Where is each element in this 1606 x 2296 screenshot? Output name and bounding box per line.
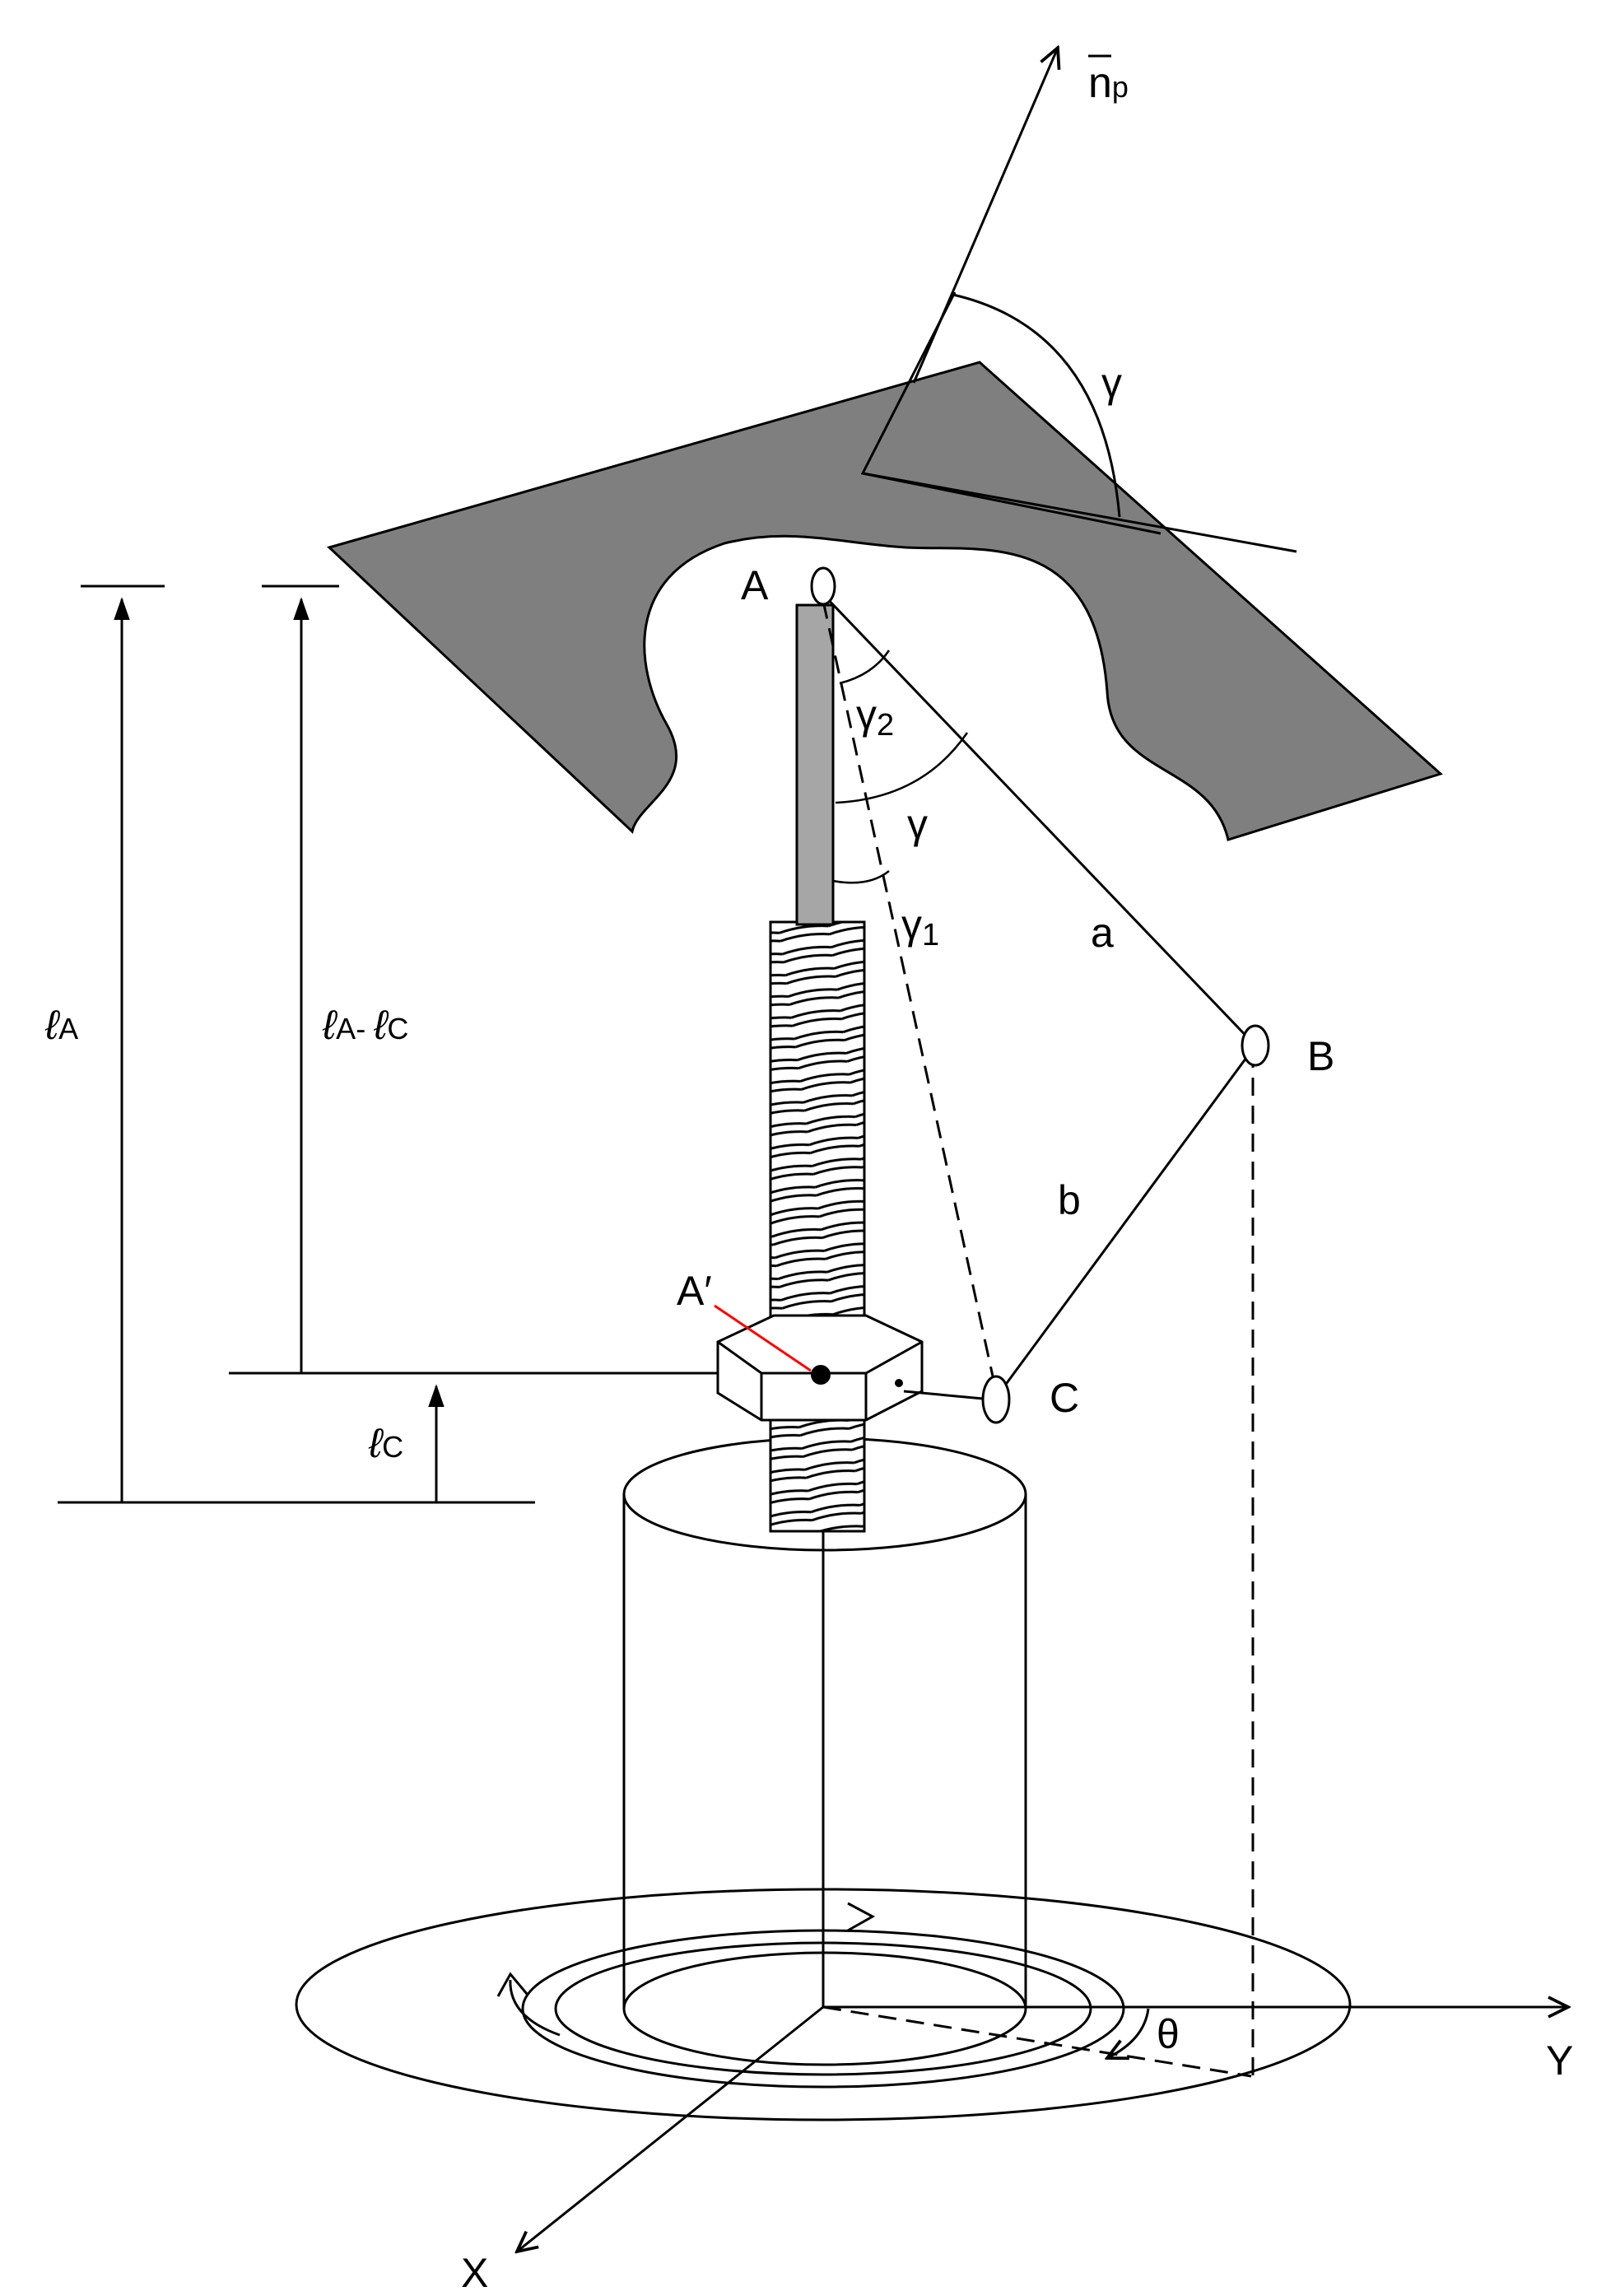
point-c-label: C: [1050, 1375, 1079, 1421]
threaded-rod: [769, 603, 866, 1533]
point-a-prime-dot: [811, 1365, 831, 1385]
linkage: A B C A′ γ2 γ γ1 a b: [677, 562, 1334, 1424]
theta-projection-line: [822, 2005, 1252, 2078]
lc-label: ℓC: [368, 1420, 403, 1466]
gamma1-arc: [832, 870, 890, 884]
a-prime-leader: [714, 1304, 812, 1372]
a-to-c-dashed: [822, 600, 998, 1392]
gamma-plate-label: γ: [1101, 360, 1122, 406]
joint-b: [1241, 1024, 1270, 1067]
rod-smooth-section: [795, 603, 835, 926]
coordinate-axes: θ Y X: [461, 2007, 1573, 2296]
nut-vertical-edges: [760, 1373, 868, 1420]
la-minus-lc-label: ℓA- ℓC: [322, 1002, 408, 1048]
gamma1-label: γ1: [901, 901, 939, 952]
gamma2-label: γ2: [856, 692, 894, 743]
hex-nut: [714, 1304, 924, 1422]
normal-vector-label: np: [1088, 59, 1129, 107]
link-a-label: a: [1091, 910, 1114, 956]
y-axis-label: Y: [1546, 2038, 1573, 2084]
plate-surface: [327, 361, 1443, 841]
x-axis-label: X: [461, 2250, 488, 2296]
rod-thread-section: [769, 920, 866, 1533]
point-a-prime-label: A′: [677, 1268, 712, 1314]
link-b-label: b: [1058, 1177, 1081, 1223]
x-axis: [517, 2005, 824, 2252]
gamma-plate-arc: [952, 293, 1121, 518]
rotation-arrow-tip-left: [496, 1972, 528, 1997]
la-label: ℓA: [44, 1002, 78, 1048]
link-c-line: [903, 1390, 993, 1401]
dimensions: ℓA ℓA- ℓC ℓC: [44, 584, 718, 1504]
gamma-arc-mid: [835, 732, 969, 804]
cylinder-bottom: [622, 1951, 1027, 2066]
link-b-line: [996, 1045, 1257, 1396]
rotation-direction-arrow: [509, 1979, 561, 2037]
joint-a: [810, 566, 836, 606]
rotation-arrow-tip-top: [847, 1902, 876, 1932]
theta-arc: [1107, 2008, 1150, 2058]
gamma-mid-label: γ: [907, 801, 928, 847]
nut-pin: [895, 1379, 903, 1387]
link-a-line: [822, 593, 1257, 1047]
tangent-line: [862, 472, 1297, 553]
gamma2-arc: [839, 650, 891, 685]
point-b-label: B: [1307, 1033, 1334, 1079]
theta-label: θ: [1157, 2011, 1180, 2057]
plate: γ np: [327, 48, 1443, 841]
point-a-label: A: [741, 562, 769, 608]
normal-vector: [912, 48, 1058, 384]
joint-c: [981, 1375, 1011, 1424]
